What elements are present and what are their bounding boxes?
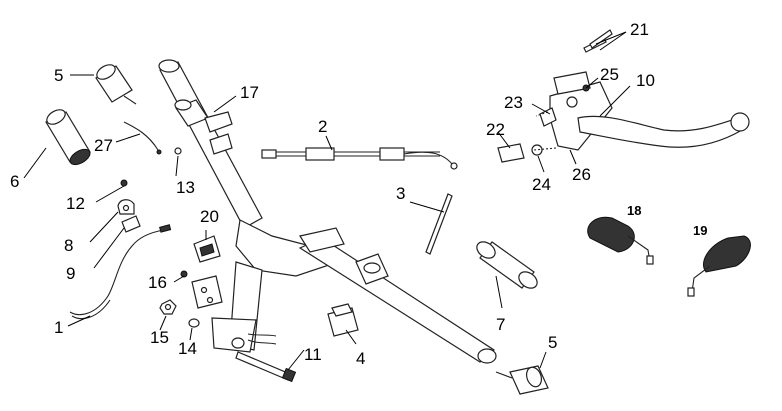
screw-12 — [120, 179, 128, 187]
handlebar-frame — [158, 59, 497, 364]
label-18: 18 — [627, 203, 641, 218]
label-12: 12 — [66, 194, 85, 213]
label-2: 2 — [318, 117, 327, 136]
grip-6 — [45, 109, 91, 166]
label-3: 3 — [396, 184, 405, 203]
label-14: 14 — [178, 339, 197, 358]
bolt-11 — [235, 351, 297, 383]
label-6: 6 — [10, 172, 19, 191]
label-25: 25 — [600, 65, 619, 84]
label-15: 15 — [150, 328, 169, 347]
label-10: 10 — [636, 71, 655, 90]
label-22: 22 — [486, 120, 505, 139]
label-13: 13 — [176, 178, 195, 197]
label-7: 7 — [496, 315, 505, 334]
label-8: 8 — [64, 236, 73, 255]
label-24: 24 — [532, 175, 551, 194]
label-5-left: 5 — [54, 66, 63, 85]
label-1: 1 — [54, 318, 63, 337]
bar-end-5-right — [495, 365, 549, 395]
label-23: 23 — [504, 93, 523, 112]
screw-16 — [180, 270, 188, 278]
callout-labels: 1 2 3 4 5 5 6 7 8 9 10 11 12 13 14 15 16… — [10, 20, 707, 368]
mirror-19 — [687, 235, 751, 297]
lever-assembly — [497, 29, 750, 163]
leader-lines — [23, 31, 631, 371]
cable-1 — [69, 224, 172, 320]
label-27: 27 — [94, 136, 113, 155]
label-26: 26 — [572, 165, 591, 184]
grip-7 — [476, 241, 538, 289]
pin-3 — [425, 193, 453, 255]
wire-27 — [123, 121, 162, 155]
label-21: 21 — [630, 20, 649, 39]
washer-14 — [188, 318, 200, 328]
label-11: 11 — [304, 345, 322, 364]
label-9: 9 — [66, 264, 75, 283]
bar-end-5-left — [95, 64, 137, 105]
clamp-9 — [121, 215, 141, 233]
label-17: 17 — [240, 83, 259, 102]
mirror-18 — [587, 216, 654, 265]
label-4: 4 — [356, 349, 365, 368]
screw-13 — [174, 147, 182, 155]
nut-15 — [159, 299, 177, 315]
label-19: 19 — [693, 223, 707, 238]
clamp-8 — [117, 199, 135, 215]
connector-4 — [327, 303, 359, 337]
switch-20 — [193, 235, 221, 263]
label-5-right: 5 — [548, 333, 557, 352]
label-16: 16 — [148, 273, 167, 292]
label-20: 20 — [200, 207, 219, 226]
cable-2 — [261, 147, 458, 170]
